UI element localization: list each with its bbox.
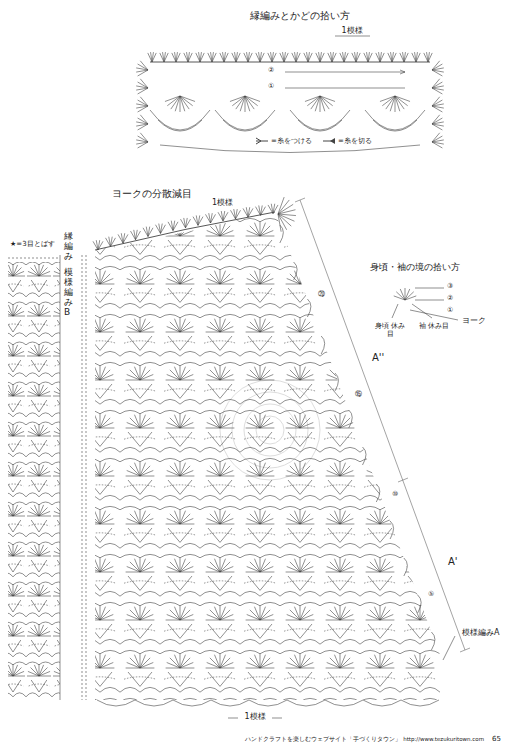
legend-sample	[322, 137, 336, 145]
part-name: 袖 休み目	[418, 322, 450, 330]
part-name: 模様編みB	[64, 268, 73, 317]
chart-title: ヨークの分散減目	[112, 188, 192, 200]
repeat-label: 1模様	[244, 712, 265, 721]
row-number: ①	[447, 306, 453, 314]
note: ★=3目とばす	[10, 240, 55, 248]
row-number: ⑤	[428, 590, 434, 598]
part-name: ヨーク	[462, 316, 486, 325]
dimension-label: A'	[448, 556, 458, 568]
row-number: ③	[447, 282, 453, 290]
row-number: ⑮	[355, 390, 362, 398]
row-number: ②	[447, 294, 453, 302]
part-name: 身頃 休み目	[374, 322, 406, 338]
row-number: ⑳	[318, 290, 325, 298]
row-number: ①	[268, 82, 274, 90]
page-number: 65	[492, 735, 501, 743]
legend-entry: =糸をつける	[255, 136, 312, 146]
legend-sample	[255, 137, 269, 145]
chart-title: 縁編みとかどの拾い方	[250, 10, 350, 22]
part-name: 縁編み	[64, 232, 73, 262]
repeat-label: 1模様	[212, 198, 233, 207]
legend-text: =糸をつける	[271, 136, 312, 146]
legend-text: =糸を切る	[338, 136, 372, 146]
row-number: ②	[268, 66, 274, 74]
legend-entry: =糸を切る	[322, 136, 372, 146]
repeat-label: 1模様	[341, 26, 362, 35]
dimension-label: A''	[372, 352, 384, 364]
part-name: 模様編みA	[462, 628, 499, 637]
chart-title: 身頃・袖の境の拾い方	[370, 262, 460, 272]
footer-note: ハンドクラフトを楽しむウェブサイト「手づくりタウン」 http://www.te…	[245, 736, 484, 742]
row-number: ⑩	[392, 490, 398, 498]
